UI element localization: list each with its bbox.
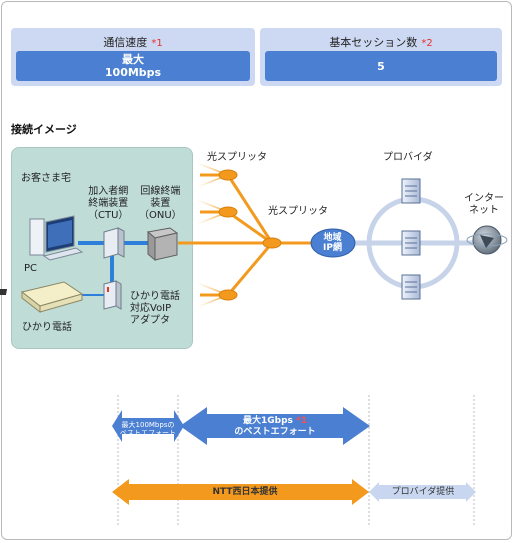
- speed-value-line1: 最大: [122, 53, 144, 66]
- wan-speed-label: 最大1Gbps *1 のベストエフォート: [220, 416, 330, 438]
- sessions-spec-title: 基本セッション数*2: [260, 34, 502, 50]
- onu-device-icon: [146, 227, 179, 262]
- onu-label-line3: （ONU）: [139, 210, 182, 221]
- area-ip-line2: IP網: [323, 243, 342, 253]
- wan-speed-mark: *1: [296, 416, 307, 426]
- pc-icon: [29, 215, 84, 261]
- splitter-label-2: 光スプリッタ: [268, 206, 328, 217]
- pc-label: PC: [24, 263, 38, 274]
- splitter-nodes: [218, 169, 282, 301]
- speed-spec-box: 通信速度*1 最大 100Mbps: [11, 28, 255, 86]
- internet-line1: インター: [464, 193, 504, 204]
- wan-speed-line2: のベストエフォート: [234, 427, 316, 437]
- fiber-lines: [178, 173, 314, 297]
- ctu-label: 加入者網 終端装置 （CTU）: [88, 186, 128, 222]
- internet-globe-icon: [466, 225, 508, 255]
- onu-label-line2: 装置: [150, 198, 171, 209]
- splitter-node-3: [218, 289, 238, 301]
- home-title: お客さま宅: [21, 173, 71, 184]
- sessions-title-text: 基本セッション数: [329, 36, 418, 49]
- ntt-provided-label: NTT西日本提供: [212, 487, 278, 497]
- sessions-spec-value: 5: [265, 51, 497, 81]
- ctu-label-line1: 加入者網: [88, 186, 129, 197]
- sessions-spec-box: 基本セッション数*2 5: [260, 28, 502, 86]
- splitter-label-1: 光スプリッタ: [207, 152, 267, 163]
- speed-spec-value: 最大 100Mbps: [16, 51, 250, 81]
- area-ip-label: 地域 IP網: [323, 233, 342, 253]
- voip-label-line1: ひかり電話: [130, 291, 180, 302]
- lan-speed-line1: 最大100Mbpsの: [121, 421, 175, 429]
- ctu-label-line3: （CTU）: [88, 210, 129, 221]
- voip-label-line2: 対応VoIP: [130, 303, 172, 314]
- splitter-node-main: [262, 237, 282, 249]
- server-icon-2: [401, 230, 421, 256]
- area-ip-line1: 地域: [323, 233, 342, 243]
- voip-adapter-icon: [103, 280, 122, 310]
- splitter-node-2: [218, 206, 238, 218]
- wan-speed-line1: 最大1Gbps: [242, 416, 293, 426]
- phone-label: ひかり電話: [22, 322, 72, 333]
- voip-label: ひかり電話 対応VoIP アダプタ: [130, 291, 180, 327]
- ctu-label-line2: 終端装置: [88, 198, 129, 209]
- server-icon-1: [401, 178, 421, 204]
- internet-line2: ネット: [469, 205, 499, 216]
- speed-note-mark: *1: [151, 38, 163, 49]
- ntt-provided-arrow: [112, 479, 369, 505]
- internet-label: インター ネット: [464, 193, 504, 217]
- sessions-note-mark: *2: [421, 38, 433, 49]
- provider-label: プロバイダ: [383, 152, 433, 163]
- speed-spec-title: 通信速度*1: [11, 34, 255, 50]
- ctu-device-icon: [103, 227, 125, 259]
- splitter-node-1: [218, 169, 238, 181]
- speed-title-text: 通信速度: [103, 36, 148, 49]
- lan-speed-line2: ベストエフォート: [119, 429, 177, 437]
- server-icon-3: [401, 274, 421, 300]
- phone-icon: [0, 281, 84, 314]
- speed-value-line2: 100Mbps: [104, 66, 162, 79]
- section-title: 接続イメージ: [11, 123, 77, 136]
- lan-speed-label: 最大100Mbpsの ベストエフォート: [114, 421, 182, 437]
- wan-speed-arrow: [180, 407, 370, 445]
- onu-label-line1: 回線終端: [140, 186, 181, 197]
- lan-speed-arrow: [112, 410, 184, 442]
- sessions-value: 5: [377, 59, 385, 73]
- provider-provided-label: プロバイダ提供: [391, 487, 455, 497]
- fiber-glows: [196, 162, 229, 308]
- voip-label-line3: アダプタ: [130, 315, 170, 326]
- provider-provided-arrow: [369, 482, 476, 502]
- area-ip-network: [310, 228, 356, 258]
- onu-label: 回線終端 装置 （ONU）: [139, 186, 182, 222]
